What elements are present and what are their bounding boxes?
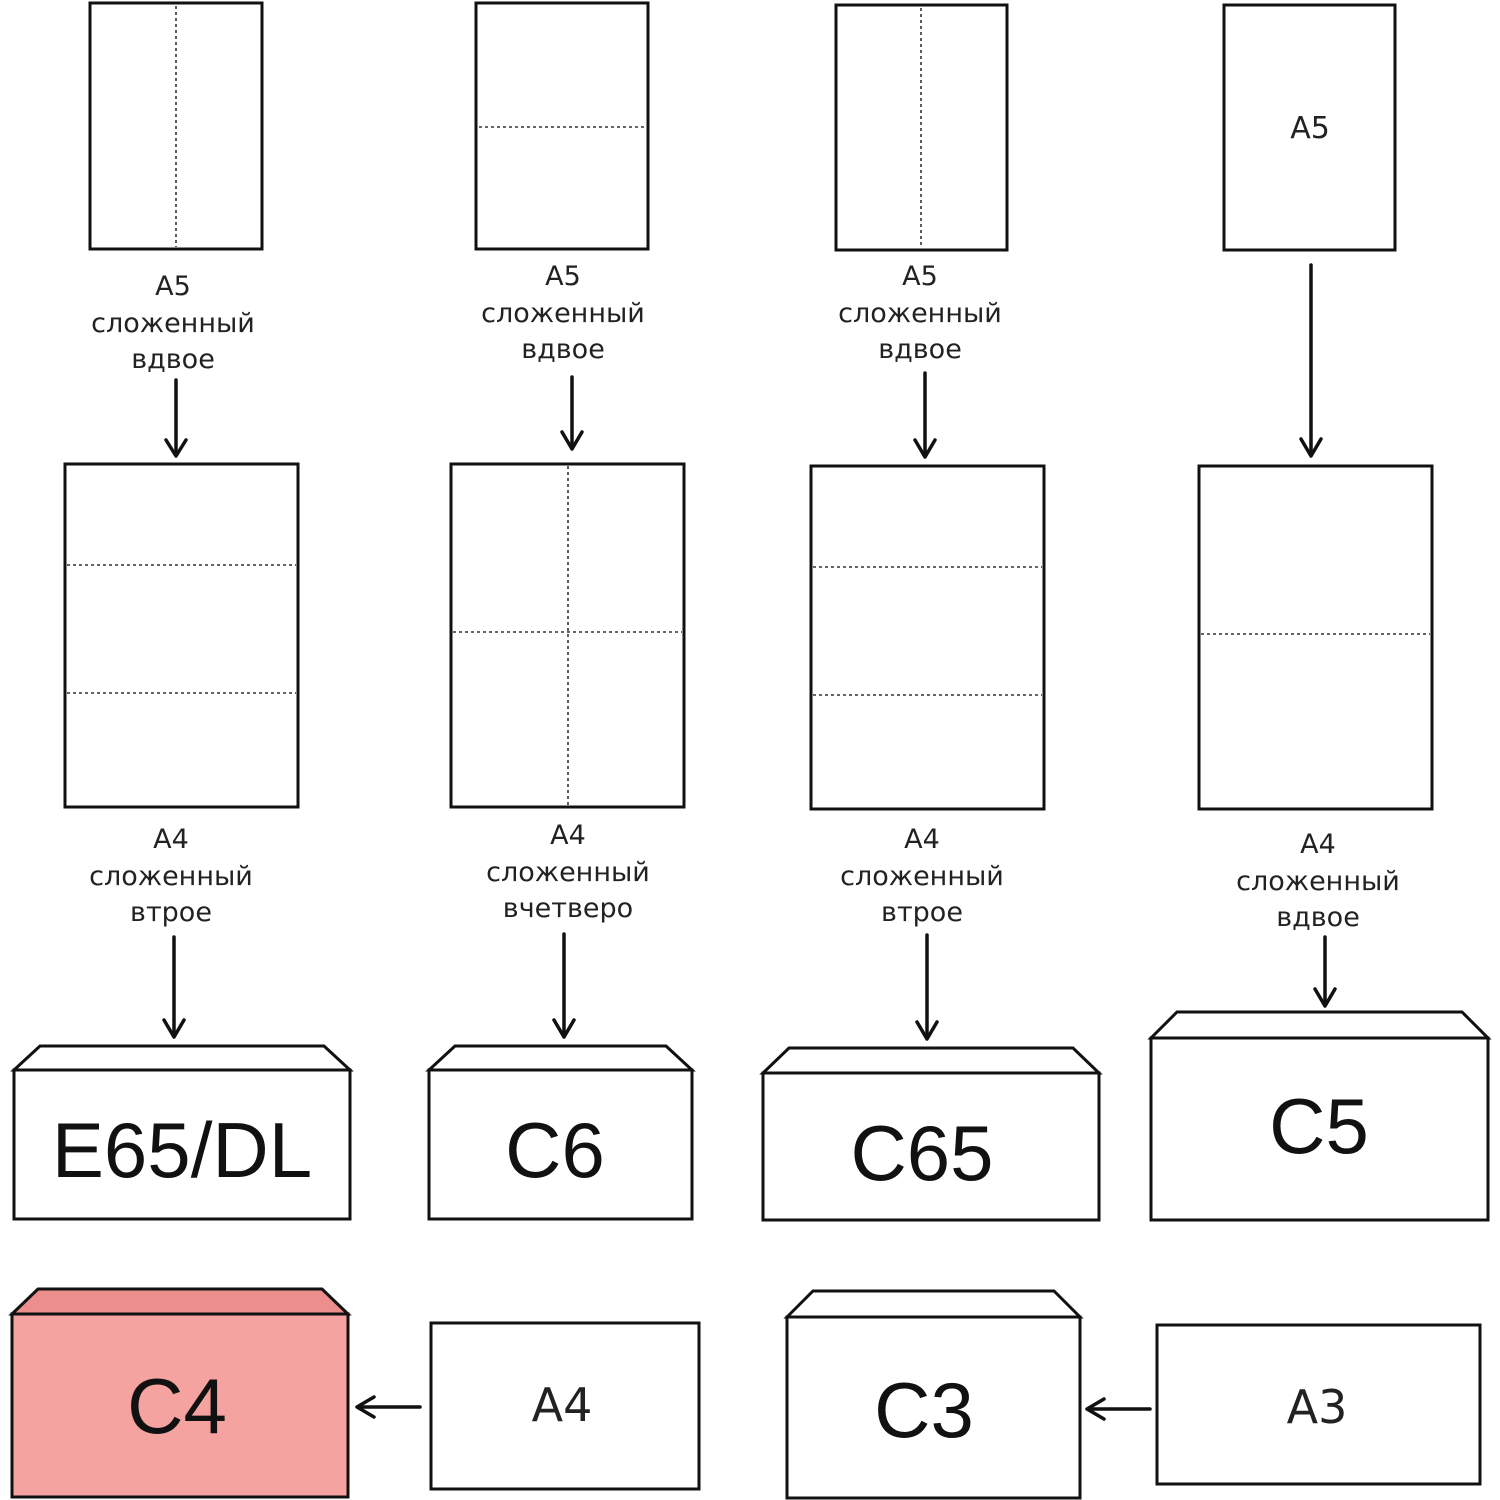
envelope-c4: C4 <box>8 1287 352 1499</box>
caption-line: A5 <box>155 271 191 302</box>
caption-line: A5 <box>902 261 938 292</box>
down-arrow <box>915 933 939 1041</box>
down-arrow <box>162 935 186 1039</box>
envelope-flap <box>425 1044 696 1072</box>
envelope-label: E65/DL <box>52 1106 312 1194</box>
envelope-flap <box>1147 1010 1492 1040</box>
caption-line: A4 <box>1300 829 1336 860</box>
caption-line: втрое <box>881 897 963 928</box>
left-arrow <box>355 1395 422 1419</box>
envelope-flap <box>10 1044 354 1072</box>
caption-line: вдвое <box>878 334 962 365</box>
envelope-body <box>10 1312 350 1499</box>
envelope-e65-dl: E65/DL <box>10 1044 354 1221</box>
envelope-label: C3 <box>874 1366 974 1454</box>
caption-line: сложенный <box>838 298 1002 329</box>
down-arrow <box>1313 935 1337 1008</box>
caption-line: сложенный <box>486 857 650 888</box>
caption-line: сложенный <box>91 308 255 339</box>
bottom-pair-c3: C3 A3 <box>783 1289 1482 1500</box>
bottom-pair-c4: C4 A4 <box>8 1287 701 1499</box>
left-arrow <box>1085 1397 1152 1421</box>
a4-sheet <box>63 462 300 809</box>
caption-line: сложенный <box>481 298 645 329</box>
caption-line: сложенный <box>1236 866 1400 897</box>
down-arrow <box>164 378 188 458</box>
envelope-body <box>1149 1036 1490 1222</box>
envelope-c65: C65 <box>759 1046 1103 1222</box>
caption-line: втрое <box>130 897 212 928</box>
a5-sheet <box>1222 3 1397 252</box>
caption-line: A4 <box>550 820 586 851</box>
envelope-c3: C3 <box>783 1289 1084 1500</box>
a5-sheet <box>474 1 650 251</box>
down-arrow <box>1299 263 1323 458</box>
a4-sheet <box>809 464 1046 811</box>
envelope-label: C65 <box>850 1109 993 1197</box>
envelope-label: C6 <box>505 1106 605 1194</box>
caption-line: A4 <box>153 824 189 855</box>
a5-sheet-label: A5 <box>1290 111 1330 146</box>
envelope-flap <box>8 1287 352 1316</box>
envelope-c6: C6 <box>425 1044 696 1221</box>
a3-sheet-label: A3 <box>1287 1380 1348 1434</box>
a4-sheet-label: A4 <box>532 1378 593 1432</box>
down-arrow <box>560 375 584 451</box>
caption-line: вдвое <box>521 334 605 365</box>
a4-sheet <box>1197 464 1434 811</box>
caption-line: сложенный <box>89 861 253 892</box>
envelope-body <box>427 1068 694 1221</box>
down-arrow <box>552 932 576 1039</box>
column-1: A5 сложенный вдвое A4 сложенный втрое E6… <box>10 1 354 1221</box>
envelope-c5: C5 <box>1147 1010 1492 1222</box>
envelope-body <box>12 1068 352 1221</box>
envelope-flap <box>759 1046 1103 1075</box>
caption-line: вчетверо <box>503 893 633 924</box>
envelope-label: C5 <box>1269 1082 1369 1170</box>
envelope-body <box>785 1315 1082 1500</box>
column-2: A5 сложенный вдвое A4 сложенный вчетверо… <box>425 1 696 1221</box>
envelope-flap <box>783 1289 1084 1319</box>
caption-line: вдвое <box>131 344 215 375</box>
caption-line: вдвое <box>1276 902 1360 933</box>
column-3: A5 сложенный вдвое A4 сложенный втрое C6… <box>759 3 1103 1222</box>
caption-line: A4 <box>904 824 940 855</box>
envelope-label: C4 <box>127 1362 227 1450</box>
caption-line: сложенный <box>840 861 1004 892</box>
column-4: A5 A4 сложенный вдвое C5 <box>1147 3 1492 1222</box>
envelope-body <box>761 1071 1101 1222</box>
caption-line: A5 <box>545 261 581 292</box>
a3-sheet <box>1155 1323 1482 1486</box>
a4-sheet <box>429 1321 701 1491</box>
down-arrow <box>913 371 937 459</box>
